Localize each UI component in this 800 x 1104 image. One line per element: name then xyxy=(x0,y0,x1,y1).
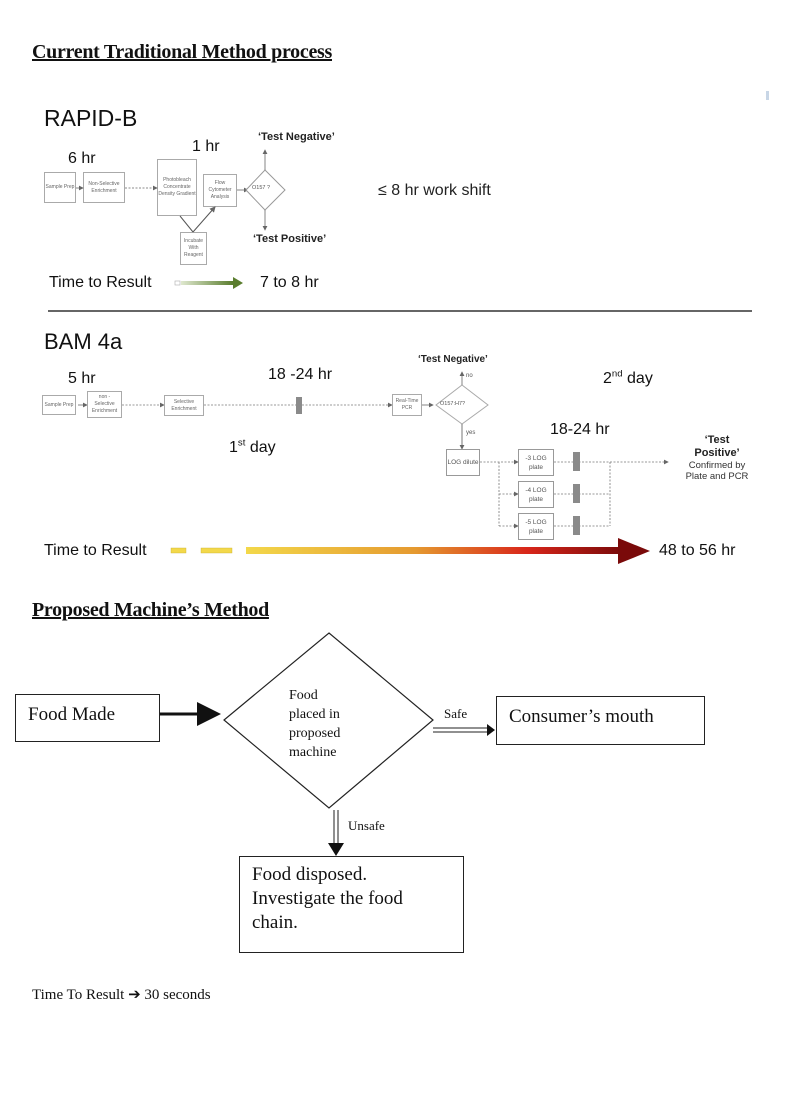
proposed-ttr: Time To Result ➔ 30 seconds xyxy=(32,985,211,1004)
bam-decision-label: O157:H7? xyxy=(440,401,466,407)
proposed-decision-diamond xyxy=(223,632,434,809)
bam-time-18-24-first: 18 -24 hr xyxy=(268,366,333,383)
bam-day2: 2nd day xyxy=(603,368,653,388)
rapid-b-ttr-head xyxy=(233,277,243,289)
bam-day2-suffix: day xyxy=(622,370,653,387)
proposed-ttr-label: Time To Result xyxy=(32,987,125,1003)
bam-incubation-bar-1 xyxy=(296,397,302,414)
rapid-b-test-negative: ‘Test Negative’ xyxy=(258,131,335,143)
rapid-b-flow-cytometer-box: Flow Cytometer Analysis xyxy=(203,174,237,207)
safe-label: Safe xyxy=(444,706,468,721)
bam-ttr-value: 48 to 56 hr xyxy=(659,542,736,559)
bam-incubation-bar-4 xyxy=(573,516,580,535)
bam-day2-sup: nd xyxy=(611,368,623,380)
bam-ttr-label: Time to Result xyxy=(44,542,147,559)
bam-day2-num: 2 xyxy=(603,370,612,387)
rapid-b-time-6hr: 6 hr xyxy=(68,150,96,167)
unsafe-label: Unsafe xyxy=(348,818,385,833)
bam-pcr-box: Real-Time PCR xyxy=(392,394,422,416)
section-title-proposed: Proposed Machine’s Method xyxy=(32,599,269,621)
rapid-b-time-1hr: 1 hr xyxy=(192,138,220,155)
arrow-right-icon: ➔ xyxy=(128,985,141,1003)
bam-selective-box: Selective Enrichment xyxy=(164,395,204,416)
disposed-line-3: chain. xyxy=(252,912,298,933)
bam-day1: 1st day xyxy=(229,437,276,457)
bam-ttr-shaft xyxy=(246,547,621,554)
rapid-b-incubate-box: Incubate With Reagent xyxy=(180,232,207,265)
bam-sample-prep-box: Sample Prep xyxy=(42,395,76,415)
rapid-b-ttr-label: Time to Result xyxy=(49,274,152,291)
bam-day1-num: 1 xyxy=(229,439,238,456)
disposed-line-1: Food disposed. xyxy=(252,864,368,885)
rapid-b-title: RAPID-B xyxy=(44,105,138,131)
bam-test-positive-line1: ‘Test xyxy=(704,434,730,446)
rapid-b-work-shift: ≤ 8 hr work shift xyxy=(378,182,491,199)
rapid-b-ttr-shaft xyxy=(181,281,233,285)
food-disposed-box: Food disposed. Investigate the food chai… xyxy=(239,856,464,953)
bam-plate4-box: -4 LOG plate xyxy=(518,481,554,508)
disposed-line-2: Investigate the food xyxy=(252,888,403,909)
bam-day1-suffix: day xyxy=(245,439,276,456)
bam-ttr-dash-1 xyxy=(170,547,187,554)
rapid-b-line-to-incubate xyxy=(179,215,194,233)
proposed-unsafe-arrowhead xyxy=(328,843,344,856)
bam-no-label: no xyxy=(466,373,473,379)
machine-decision-text: Food placed in proposed machine xyxy=(289,686,340,762)
bam-yes-label: yes xyxy=(466,430,476,436)
proposed-ttr-value: 30 seconds xyxy=(144,987,211,1003)
rapid-b-line-to-flow xyxy=(192,206,216,233)
bam-ttr-head xyxy=(618,538,650,564)
bam-non-selective-box: non - Selective Enrichment xyxy=(87,391,122,418)
bam-plate3-box: -3 LOG plate xyxy=(518,449,554,476)
machine-text-line-1: Food xyxy=(289,688,318,703)
rapid-b-sample-prep-box: Sample Prep xyxy=(44,172,76,203)
machine-text-line-2: placed in xyxy=(289,707,340,722)
bam-test-positive-line2: Positive’ xyxy=(694,447,740,459)
scroll-indicator xyxy=(766,91,769,100)
rapid-b-test-positive: ‘Test Positive’ xyxy=(253,233,327,245)
bam-test-positive-block: ‘Test Positive’ Confirmed by Plate and P… xyxy=(672,434,762,482)
bam-day1-sup: st xyxy=(237,437,246,449)
rapid-b-photobleach-box: Photobleach Concentrate Density Gradient xyxy=(157,159,197,216)
food-made-box: Food Made xyxy=(15,694,160,742)
bam-incubation-bar-3 xyxy=(573,484,580,503)
rapid-b-decision-label: O157 ? xyxy=(252,185,271,191)
consumer-mouth-box: Consumer’s mouth xyxy=(496,696,705,745)
proposed-safe-arrowhead xyxy=(487,724,495,736)
bam-incubation-bar-2 xyxy=(573,452,580,471)
rapid-b-non-selective-box: Non-Selective Enrichment xyxy=(83,172,125,203)
bam-confirmed-line2: Plate and PCR xyxy=(685,471,749,482)
bam-test-negative: ‘Test Negative’ xyxy=(418,354,488,365)
rapid-b-ttr-value: 7 to 8 hr xyxy=(260,274,319,291)
machine-text-line-3: proposed xyxy=(289,726,341,741)
rapid-b-ttr-dash xyxy=(174,280,181,286)
bam-log-dilute-box: LOG dilute xyxy=(446,449,480,476)
bam-time-18-24-second: 18-24 hr xyxy=(550,421,610,438)
bam-ttr-dash-2 xyxy=(200,547,233,554)
bam-plate5-box: -5 LOG plate xyxy=(518,513,554,540)
bam-confirmed-line1: Confirmed by xyxy=(688,460,746,471)
bam-title: BAM 4a xyxy=(44,329,123,354)
machine-text-line-4: machine xyxy=(289,745,337,760)
bam-time-5hr: 5 hr xyxy=(68,370,96,387)
section-title-traditional: Current Traditional Method process xyxy=(32,41,332,63)
